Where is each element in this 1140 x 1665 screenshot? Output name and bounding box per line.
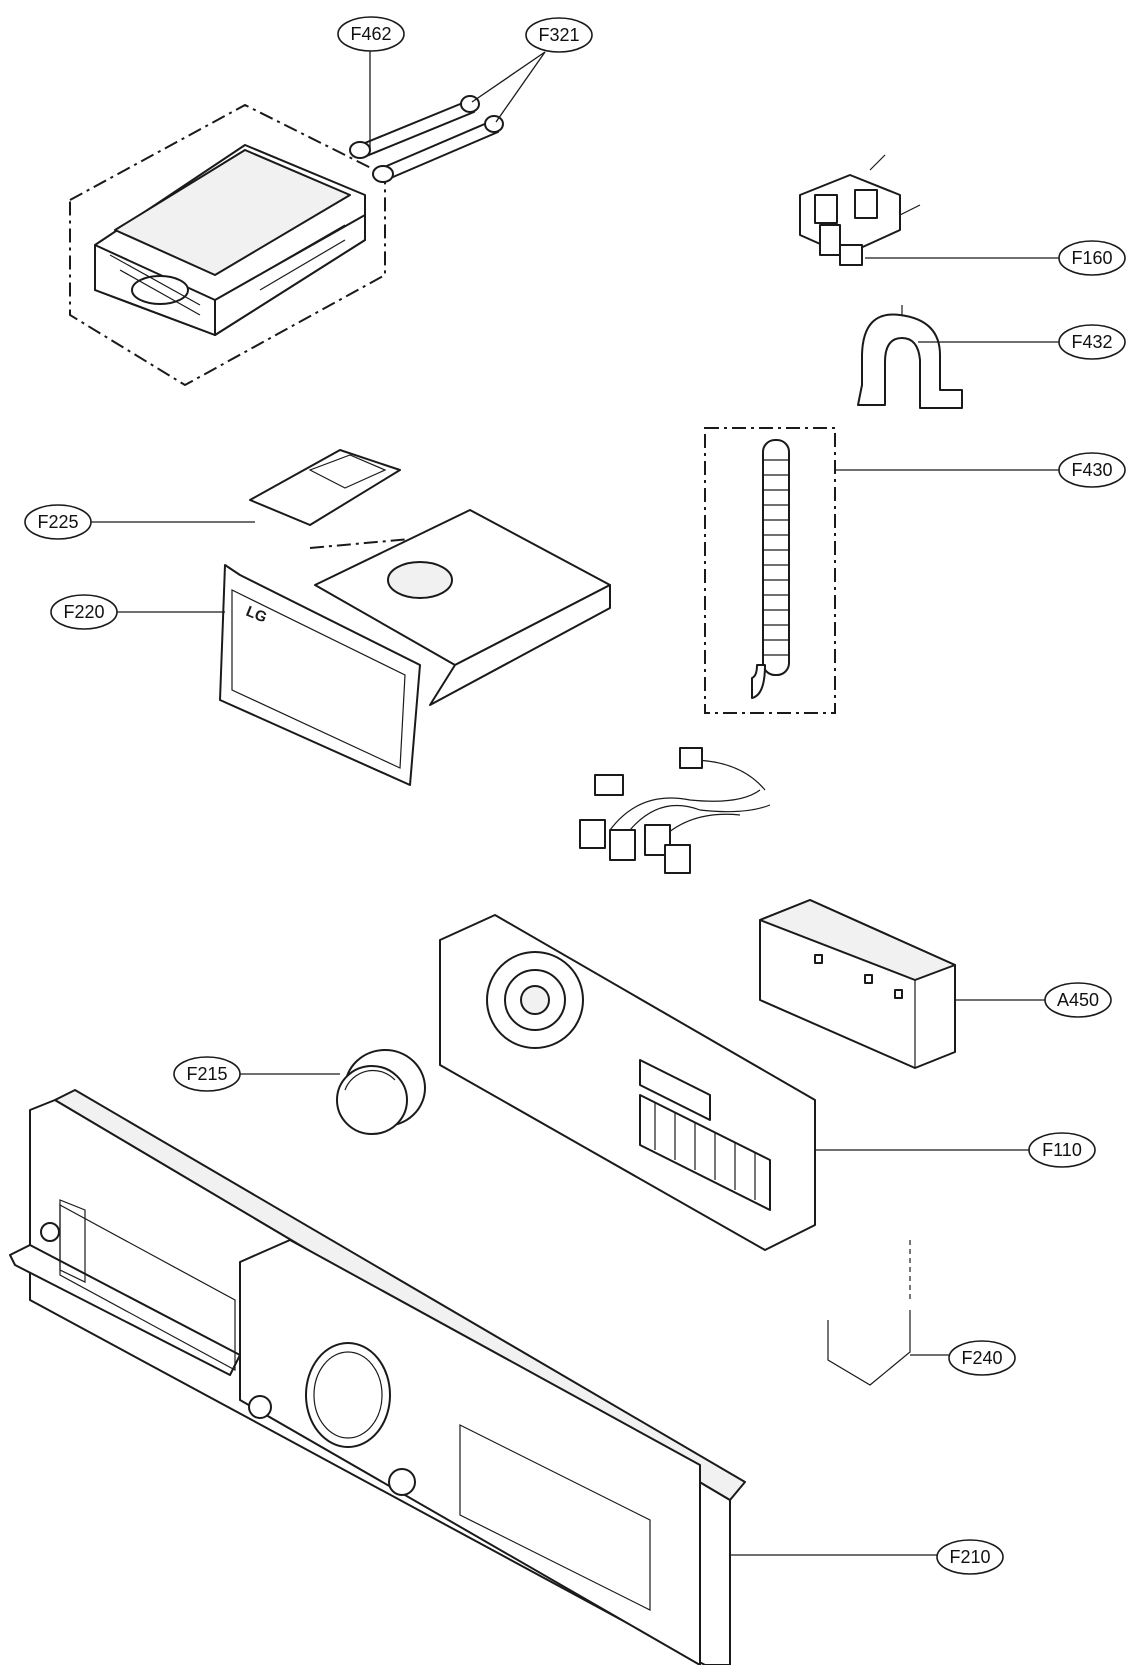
callout-label: F321 [538,25,579,45]
callout-label: F110 [1042,1140,1082,1160]
inlet-hoses [349,95,504,183]
callout-label: F160 [1071,248,1112,268]
leader-lines [90,51,1067,1556]
dispenser-housing [69,103,386,387]
callout-F160: F160 [1058,240,1126,276]
dispenser-drawer: LG [219,509,611,786]
callout-label: F462 [350,24,391,44]
callout-F432: F432 [1058,324,1126,360]
callout-label: F210 [949,1547,990,1567]
callout-label: F432 [1071,332,1112,352]
callout-label: F225 [37,512,78,532]
callout-F110: F110 [1028,1132,1096,1168]
callout-F225: F225 [24,504,92,540]
inlet-valve [799,154,921,266]
callout-A450: A450 [1044,982,1112,1018]
callout-F321: F321 [525,17,593,53]
callout-label: F220 [63,602,104,622]
callout-F215: F215 [173,1056,241,1092]
callout-F430: F430 [1058,452,1126,488]
callout-F210: F210 [936,1539,1004,1575]
callout-label: F215 [186,1064,227,1084]
callout-label: F430 [1071,460,1112,480]
control-pcb [439,914,816,1251]
drain-hose [704,427,836,714]
callout-label: A450 [1057,990,1099,1010]
callout-label: F240 [961,1348,1002,1368]
wire-harness [579,747,771,874]
callout-F240: F240 [948,1340,1016,1376]
tubing-clip [827,1240,911,1386]
hose-bracket [857,305,963,409]
callout-F462: F462 [337,16,405,52]
drawer-logo: LG [244,603,270,627]
selector-knob [336,1049,426,1135]
pcb-bracket [759,899,956,1069]
callout-F220: F220 [50,594,118,630]
control-panel [9,1089,746,1665]
